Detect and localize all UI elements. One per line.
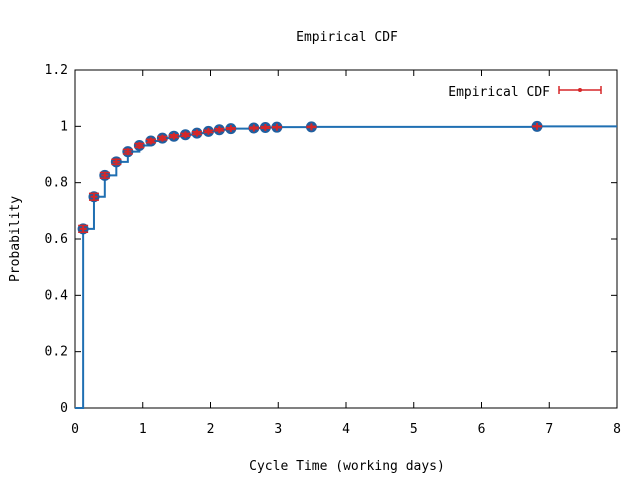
x-tick-label: 2 <box>207 422 215 437</box>
y-tick-label: 0.4 <box>45 288 69 303</box>
y-tick-label: 1.2 <box>45 63 68 78</box>
x-tick-label: 5 <box>410 422 418 437</box>
x-axis-label: Cycle Time (working days) <box>249 459 445 474</box>
legend-key-point <box>578 88 582 92</box>
x-tick-label: 8 <box>613 422 621 437</box>
y-tick-label: 0 <box>60 401 68 416</box>
y-tick-label: 0.8 <box>45 176 68 191</box>
plot-frame-border <box>74 69 618 409</box>
x-tick-label: 4 <box>342 422 350 437</box>
series-empirical-cdf <box>75 120 617 409</box>
x-tick-label: 3 <box>274 422 282 437</box>
x-tick-label: 1 <box>139 422 147 437</box>
legend-key <box>558 86 602 94</box>
cdf-step-line <box>75 125 617 409</box>
y-axis-label: Probability <box>8 196 23 282</box>
legend-label: Empirical CDF <box>448 85 550 100</box>
y-tick-label: 0.2 <box>45 345 68 360</box>
y-tick-label: 1 <box>60 119 68 134</box>
y-tick-label: 0.6 <box>45 232 68 247</box>
x-axis: 0 1 2 3 4 5 6 7 8 <box>71 70 621 437</box>
x-tick-label: 6 <box>478 422 486 437</box>
y-axis: 0 0.2 0.4 0.6 0.8 1 1.2 <box>45 63 617 416</box>
chart-title: Empirical CDF <box>296 30 398 45</box>
x-tick-label: 7 <box>545 422 553 437</box>
plot-frame <box>74 69 618 409</box>
x-tick-label: 0 <box>71 422 79 437</box>
legend: Empirical CDF <box>448 85 602 100</box>
